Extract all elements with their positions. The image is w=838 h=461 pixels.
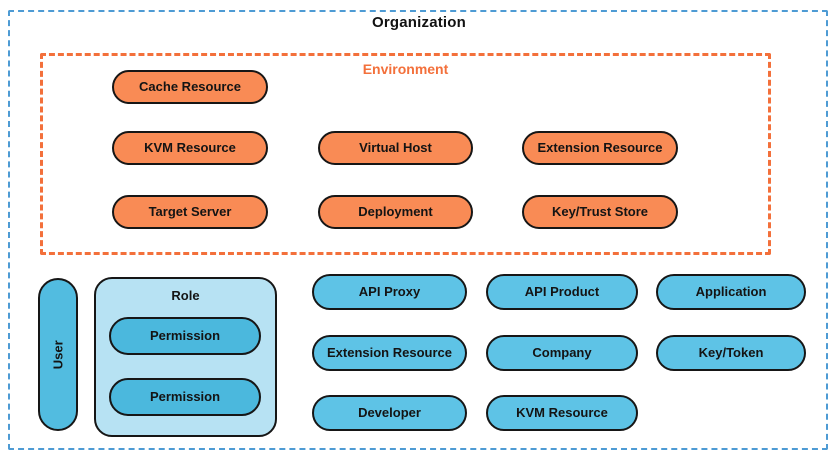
environment-boundary	[40, 53, 771, 255]
user-node: User	[38, 278, 78, 431]
org-node-key-token: Key/Token	[656, 335, 806, 371]
org-node-developer: Developer	[312, 395, 467, 431]
env-node-key-trust-store: Key/Trust Store	[522, 195, 678, 229]
org-node-api-product: API Product	[486, 274, 638, 310]
env-node-kvm-resource: KVM Resource	[112, 131, 268, 165]
permission-node: Permission	[109, 317, 261, 355]
org-node-extension-resource: Extension Resource	[312, 335, 467, 371]
env-node-target-server: Target Server	[112, 195, 268, 229]
organization-boundary	[8, 10, 828, 450]
env-node-cache-resource: Cache Resource	[112, 70, 268, 104]
user-node-label: User	[50, 340, 66, 369]
env-node-deployment: Deployment	[318, 195, 473, 229]
permission-node: Permission	[109, 378, 261, 416]
env-node-virtual-host: Virtual Host	[318, 131, 473, 165]
org-node-application: Application	[656, 274, 806, 310]
environment-title: Environment	[362, 61, 449, 77]
org-node-company: Company	[486, 335, 638, 371]
role-title: Role	[171, 288, 200, 303]
org-node-kvm-resource: KVM Resource	[486, 395, 638, 431]
role-group: Role Permission Permission	[94, 277, 277, 437]
organization-title: Organization	[371, 14, 467, 31]
env-node-extension-resource: Extension Resource	[522, 131, 678, 165]
org-node-api-proxy: API Proxy	[312, 274, 467, 310]
